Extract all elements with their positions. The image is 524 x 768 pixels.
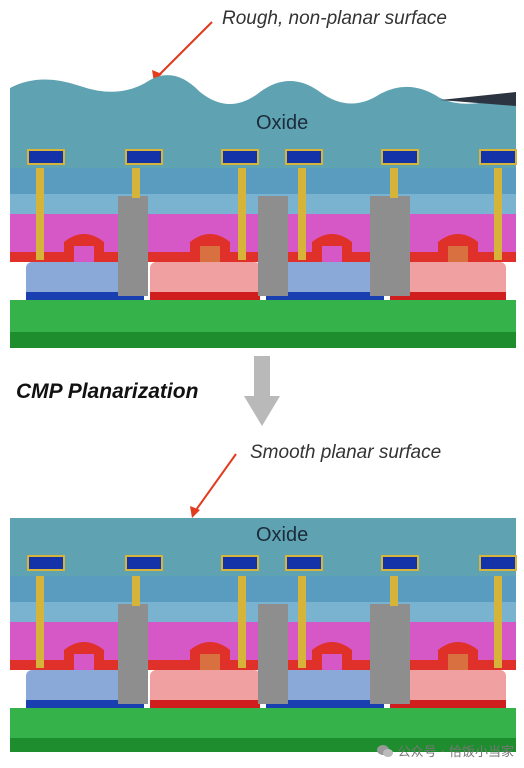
smooth-chip-cross-section [10, 518, 517, 752]
oxide-label-top: Oxide [256, 112, 309, 134]
process-arrow-down-icon [244, 356, 280, 426]
smooth-surface-label: Smooth planar surface [250, 442, 442, 463]
oxide-label-bottom: Oxide [256, 524, 309, 546]
watermark: 公众号 · 恰饭小当家 [376, 741, 514, 760]
process-title: CMP Planarization [16, 380, 199, 403]
oxide-layer-smooth [10, 518, 516, 578]
annotation-arrow-bottom [190, 453, 237, 518]
watermark-text: 公众号 · 恰饭小当家 [397, 745, 514, 760]
rough-chip-cross-section [10, 75, 517, 348]
rough-surface-label: Rough, non-planar surface [222, 8, 447, 29]
wechat-icon [376, 744, 394, 758]
